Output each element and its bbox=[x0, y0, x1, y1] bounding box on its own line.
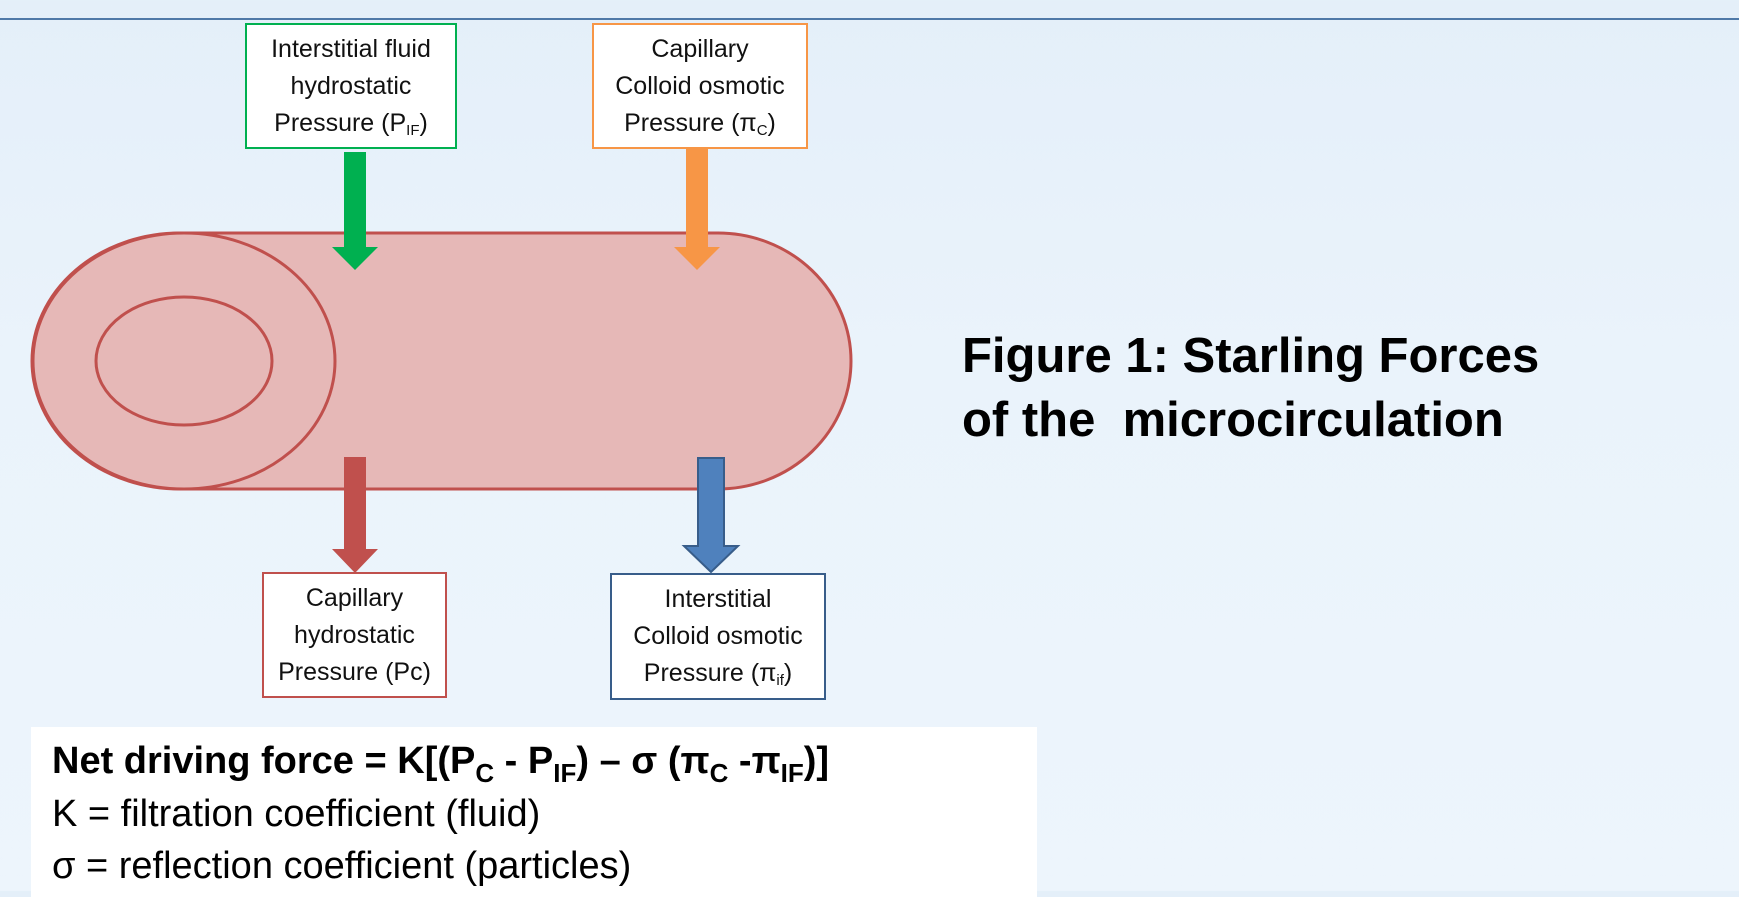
net-driving-force-formula: Net driving force = K[(PC - PIF) – σ (πC… bbox=[52, 740, 830, 788]
pc-line3: Pressure (Pc) bbox=[278, 657, 431, 686]
figure-title: Figure 1: Starling Forces of the microci… bbox=[962, 324, 1662, 452]
pic-line1: Capillary bbox=[651, 34, 749, 63]
piif-line3: Pressure (πif) bbox=[643, 659, 793, 689]
pif-line2: hydrostatic bbox=[290, 71, 412, 100]
pc-line1: Capillary bbox=[305, 583, 404, 612]
pic-line2: Colloid osmotic bbox=[615, 71, 785, 100]
top-rule bbox=[0, 18, 1739, 20]
piif-label-box: Interstitial Colloid osmotic Pressure (π… bbox=[610, 573, 826, 700]
figure-title-line2: of the microcirculation bbox=[962, 393, 1504, 447]
piif-line1: Interstitial bbox=[664, 585, 772, 613]
formula-panel bbox=[31, 727, 1037, 897]
pic-line3: Pressure (πC) bbox=[624, 108, 776, 139]
pc-label-box: Capillary hydrostatic Pressure (Pc) bbox=[262, 572, 447, 698]
pc-arrow bbox=[332, 457, 378, 573]
pif-label-box: Interstitial fluid hydrostatic Pressure … bbox=[245, 23, 457, 149]
figure-title-line1: Figure 1: Starling Forces bbox=[962, 329, 1540, 383]
vessel-lumen bbox=[94, 295, 274, 427]
pic-label-box: Capillary Colloid osmotic Pressure (πC) bbox=[592, 23, 808, 149]
pif-arrow bbox=[332, 152, 378, 270]
pif-line1: Interstitial fluid bbox=[271, 34, 431, 63]
filtration-coefficient-definition: K = filtration coefficient (fluid) bbox=[52, 793, 541, 835]
reflection-coefficient-definition: σ = reflection coefficient (particles) bbox=[52, 845, 632, 887]
piif-arrow bbox=[681, 457, 741, 574]
pif-line3: Pressure (PIF) bbox=[274, 108, 428, 139]
pc-line2: hydrostatic bbox=[294, 620, 415, 649]
piif-line2: Colloid osmotic bbox=[633, 622, 803, 650]
pic-arrow bbox=[674, 148, 720, 270]
